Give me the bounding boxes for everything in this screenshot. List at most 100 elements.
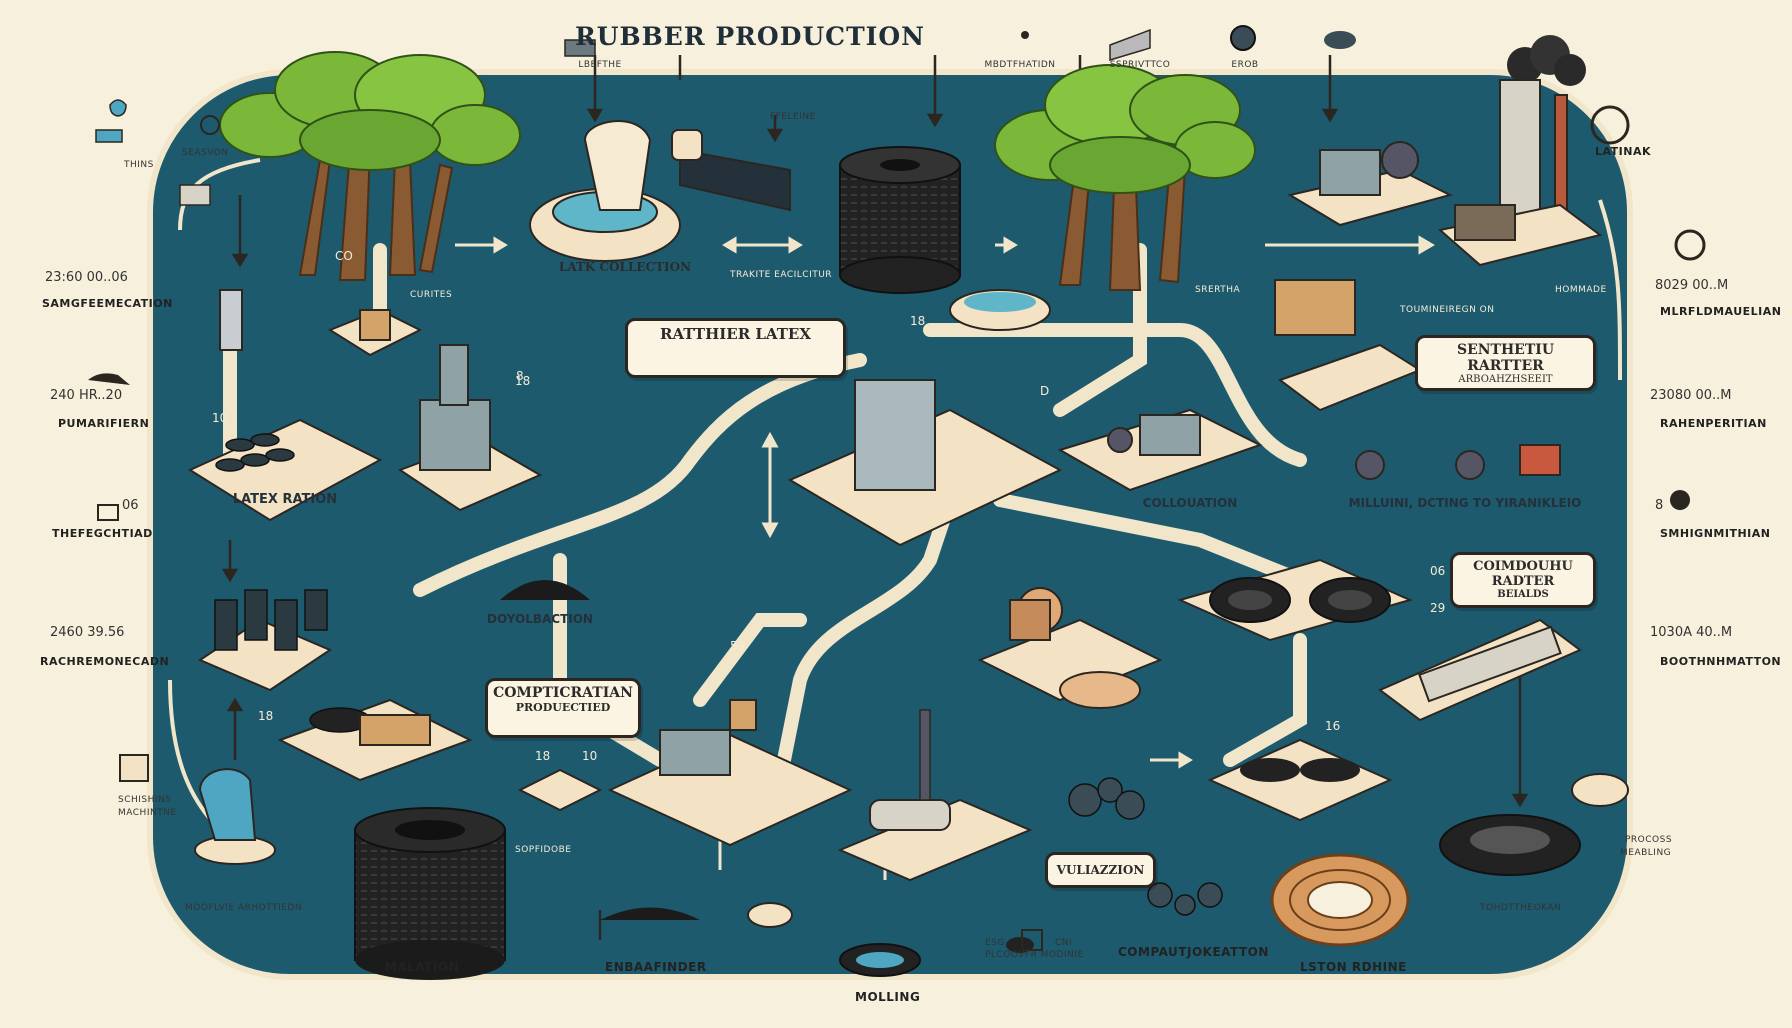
sidebar-right-heading: MLRFLDMAUELIAN [1660, 305, 1782, 318]
processing-building-left [397, 344, 543, 512]
synthetic-rubber-sub: ARBOAHZHSEEIT [1458, 374, 1553, 385]
bottom-label-molling: MOLLING [855, 990, 921, 1004]
step-number: 18 [535, 749, 550, 763]
rather-latex-title: RATTHIER LATEX [660, 325, 811, 343]
compounding-rubber-box: COIMDOUHU RADTER BEIALDS [1450, 552, 1596, 608]
sheet-conveyor [671, 129, 791, 212]
vulpi-label: SOPFIDOBE [515, 845, 572, 855]
synthetic-rubber-box: SENTHETIU RARTTER ARBOAHZHSEEIT [1415, 335, 1596, 391]
bottom-label-compaction: COMPAUTJOKEATTON [1118, 945, 1269, 959]
step-number: 06 [1430, 564, 1445, 578]
sidebar-left-heading: SAMGFEEMECATION [42, 297, 173, 310]
dovolbaction-label: DOYOLBACTION [487, 612, 593, 626]
sidebar-right-heading: LATINAK [1595, 145, 1652, 158]
step-number: 18 [910, 314, 925, 328]
step-number: 18 [258, 709, 273, 723]
modeling-label: MOOFLVIE ARHOTTIEDN [185, 903, 303, 913]
step-number: CO [335, 249, 353, 263]
top-label: LBEFTHE [578, 60, 622, 70]
central-processing-platform [787, 289, 1063, 547]
sidebar-left-value: 240 HR..20 [50, 388, 123, 403]
rubber-tree-left [219, 51, 521, 281]
compication-title: COMPTICRATIAN [493, 685, 633, 701]
tire-stack-right [1207, 738, 1393, 822]
bottom-code: ESG [985, 938, 1005, 948]
step-number: 10 [582, 749, 597, 763]
tournament-label: TOUMINEIREGN ON [1400, 305, 1495, 315]
sidebar-left-value: 2460 39.56 [50, 625, 125, 640]
top-label: SSPRIVTTCO [1109, 60, 1171, 70]
compication-platform [517, 699, 853, 847]
copper-coil [1270, 853, 1410, 947]
compication-sub: PRODUECTIED [515, 701, 611, 714]
latex-collection-label: LATK COLLECTION [558, 260, 692, 274]
latex-collection-basin [529, 120, 681, 262]
smoothing-label: SCHISHINS [118, 795, 172, 805]
sidebar-left-heading: PUMARIFIERN [58, 417, 150, 430]
feel-label: FFELEINE [770, 112, 816, 122]
sidebar-right-heading: SMHIGNMITHIAN [1660, 527, 1771, 540]
header-icons [88, 25, 1706, 951]
sidebar-right-value: 8 [1655, 498, 1664, 513]
rather-latex-box: RATTHIER LATEX [625, 318, 846, 378]
sidebar-left-heading: RACHREMONECADN [40, 655, 170, 668]
bottom-label-malation: MALATION [385, 960, 460, 974]
vulcanization-gears [1068, 777, 1223, 916]
step-number: 16 [1325, 719, 1340, 733]
traffic-label: TRAKITE EACILCITUR [730, 270, 833, 280]
bottom-icons [600, 773, 1629, 953]
bottom-label-embafinder: ENBAAFINDER [605, 960, 707, 974]
compounding-rubber-title: COIMDOUHU RADTER [1473, 559, 1573, 589]
rubber-tree-right [994, 64, 1256, 291]
large-tire-bottom [354, 807, 506, 980]
top-label: EROB [1231, 60, 1259, 70]
sidebar-right-value: 23080 00..M [1650, 388, 1732, 403]
sidebar-right-value: 8029 00..M [1655, 278, 1729, 293]
sidebar-right-value: 1030A 40..M [1650, 625, 1733, 640]
synthetic-rubber-machinery [1274, 279, 1561, 480]
pincover-label: PLCOOVFR MODINIE [985, 950, 1084, 960]
machinery-upper-right [1287, 141, 1453, 227]
page-title: RUBBER PRODUCTION [574, 22, 926, 51]
homemade-label: HOMMADE [1555, 285, 1607, 295]
collocation-label: COLLOUATION [1142, 496, 1238, 510]
sidebar-right-heading: RAHENPERITIAN [1660, 417, 1767, 430]
sidebar-right-heading: BOOTHNHMATTON [1660, 655, 1782, 668]
collocation-machines [1057, 408, 1263, 492]
latex-ration-platform [187, 289, 423, 522]
season-label: SEASVON [182, 148, 229, 158]
rubber-stack-top [839, 146, 961, 294]
synthetic-rubber-title: SENTHETIU RARTTER [1456, 342, 1555, 374]
bottom-label-lston: LSTON RDHINE [1300, 960, 1407, 974]
sidebar-left-value: 06 [122, 498, 139, 513]
bottom-code: CNI [1055, 938, 1073, 948]
rubber-crumb-pile [500, 580, 590, 600]
step-number: 29 [1430, 601, 1445, 615]
things-label: THINS [124, 160, 154, 170]
sidebar-left-heading: THEFEGCHTIAD [52, 527, 153, 540]
compication-box: COMPTICRATIAN PRODUECTIED [485, 678, 641, 738]
process-label-2: MEABLING [1620, 848, 1672, 858]
pipe-bottom-left [194, 768, 276, 865]
factory-smokestack [1437, 35, 1603, 267]
milling-label: MILLUINI, DCTING TO YIRANIKLEIO [1348, 496, 1582, 510]
vulcanization-box: VULIAZZION [1045, 852, 1156, 888]
step-number: 10 [212, 411, 227, 425]
latex-ration-label: LATEX RATION [232, 492, 338, 507]
tire-stack-left [197, 589, 473, 782]
strength-label: SRERTHA [1195, 285, 1241, 295]
compounding-rubber-rings [1177, 558, 1582, 722]
step-number: 8 [516, 369, 524, 383]
smoothing-label-2: MACHINTNE [118, 808, 177, 818]
sidebar-left-value: 23:60 00..06 [45, 270, 128, 285]
tollder-label: TOHDTTHEOKAN [1480, 903, 1562, 913]
process-label: PROCOSS [1625, 835, 1673, 845]
step-number: 59 [730, 639, 745, 653]
top-label: MBDTFHATIDN [984, 60, 1056, 70]
curvites-label: CURITES [410, 290, 453, 300]
molling-machine [837, 709, 1033, 977]
step-number: 18 [515, 374, 530, 388]
